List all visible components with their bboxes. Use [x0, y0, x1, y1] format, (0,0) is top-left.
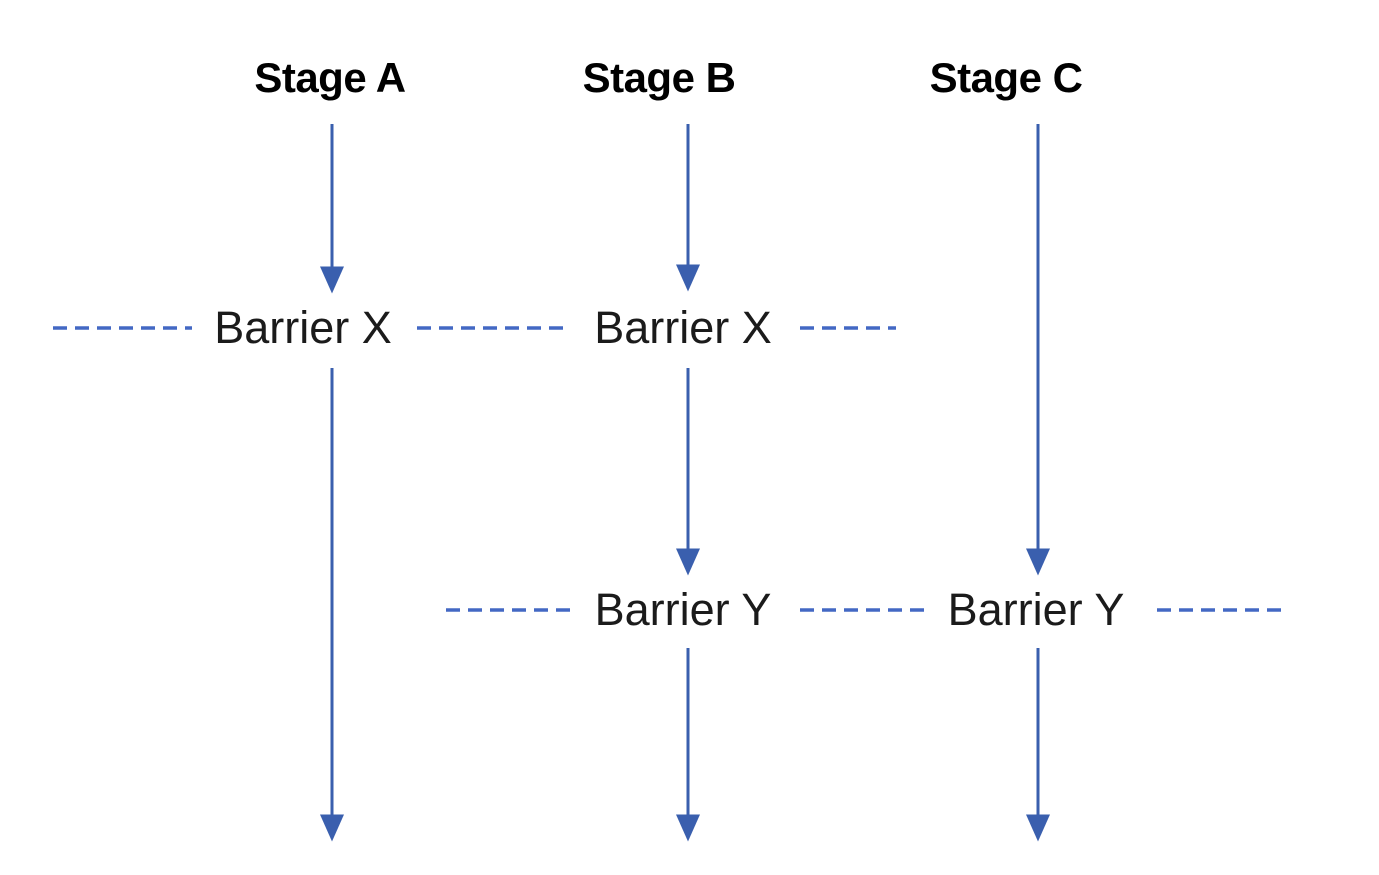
node-label-barrier-x-b: Barrier X [594, 302, 772, 353]
stage-header-a: Stage A [254, 54, 405, 101]
node-label-barrier-x-a: Barrier X [214, 302, 392, 353]
node-label-barrier-y-b: Barrier Y [595, 584, 772, 635]
stage-header-c: Stage C [930, 54, 1083, 101]
stage-header-b: Stage B [583, 54, 736, 101]
node-label-barrier-y-c: Barrier Y [948, 584, 1125, 635]
